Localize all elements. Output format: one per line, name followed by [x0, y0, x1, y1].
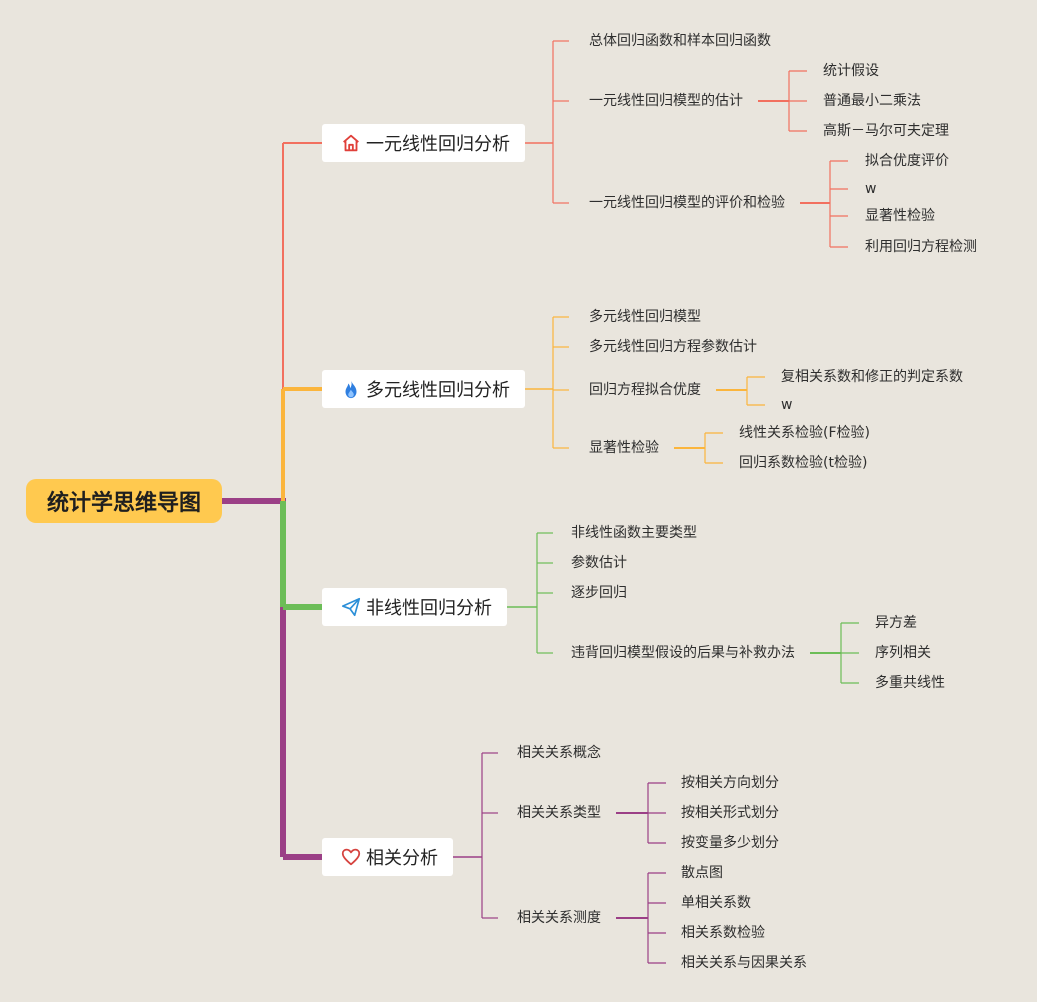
- level2-topic[interactable]: 高斯－马尔可夫定理: [823, 123, 949, 139]
- level1-topic[interactable]: 总体回归函数和样本回归函数: [589, 33, 771, 49]
- level2-topic[interactable]: 回归系数检验(t检验): [739, 455, 868, 471]
- branch-title: 一元线性回归分析: [366, 134, 510, 155]
- branch-node-nonlinear-regression[interactable]: 非线性回归分析: [322, 588, 507, 626]
- level2-topic[interactable]: 多重共线性: [875, 675, 945, 691]
- level2-topic[interactable]: 显著性检验: [865, 208, 935, 224]
- home-icon: [340, 132, 362, 154]
- paper-plane-icon: [340, 596, 362, 618]
- branch-node-multiple-regression[interactable]: 多元线性回归分析: [322, 370, 525, 408]
- level2-topic[interactable]: 按相关方向划分: [681, 775, 779, 791]
- level2-topic[interactable]: 复相关系数和修正的判定系数: [781, 369, 963, 385]
- level1-topic[interactable]: 回归方程拟合优度: [589, 382, 701, 398]
- level2-topic[interactable]: 序列相关: [875, 645, 931, 661]
- fire-icon: [340, 378, 362, 400]
- level2-topic[interactable]: w: [781, 397, 793, 413]
- level2-topic[interactable]: 按变量多少划分: [681, 835, 779, 851]
- level1-topic[interactable]: 相关关系类型: [517, 805, 601, 821]
- level2-topic[interactable]: 利用回归方程检测: [865, 239, 977, 255]
- level1-topic[interactable]: 相关关系测度: [517, 910, 601, 926]
- branch-node-linear-regression[interactable]: 一元线性回归分析: [322, 124, 525, 162]
- level1-topic[interactable]: 一元线性回归模型的评价和检验: [589, 195, 785, 211]
- level2-topic[interactable]: w: [865, 181, 877, 197]
- branch-title: 多元线性回归分析: [366, 380, 510, 401]
- root-node[interactable]: 统计学思维导图: [26, 479, 222, 523]
- root-title: 统计学思维导图: [46, 491, 201, 516]
- level1-topic[interactable]: 相关关系概念: [517, 745, 601, 761]
- level2-topic[interactable]: 单相关系数: [681, 895, 751, 911]
- level2-topic[interactable]: 相关系数检验: [681, 925, 765, 941]
- level1-topic[interactable]: 逐步回归: [571, 585, 627, 601]
- level2-topic[interactable]: 散点图: [681, 865, 723, 881]
- level1-topic[interactable]: 参数估计: [571, 555, 627, 571]
- level2-topic[interactable]: 按相关形式划分: [681, 805, 779, 821]
- level2-topic[interactable]: 相关关系与因果关系: [681, 955, 807, 971]
- level2-topic[interactable]: 拟合优度评价: [865, 153, 949, 169]
- heart-icon: [340, 846, 362, 868]
- level2-topic[interactable]: 普通最小二乘法: [823, 93, 921, 109]
- level1-topic[interactable]: 多元线性回归方程参数估计: [589, 339, 757, 355]
- level2-topic[interactable]: 统计假设: [823, 63, 879, 79]
- level1-topic[interactable]: 违背回归模型假设的后果与补救办法: [571, 645, 795, 661]
- level2-topic[interactable]: 线性关系检验(F检验): [739, 425, 870, 441]
- level1-topic[interactable]: 多元线性回归模型: [589, 309, 701, 325]
- branch-title: 相关分析: [366, 848, 438, 869]
- level1-topic[interactable]: 一元线性回归模型的估计: [589, 93, 743, 109]
- branch-node-correlation[interactable]: 相关分析: [322, 838, 453, 876]
- level1-topic[interactable]: 非线性函数主要类型: [571, 525, 697, 541]
- level1-topic[interactable]: 显著性检验: [589, 440, 659, 456]
- branch-title: 非线性回归分析: [366, 598, 492, 619]
- level2-topic[interactable]: 异方差: [875, 615, 917, 631]
